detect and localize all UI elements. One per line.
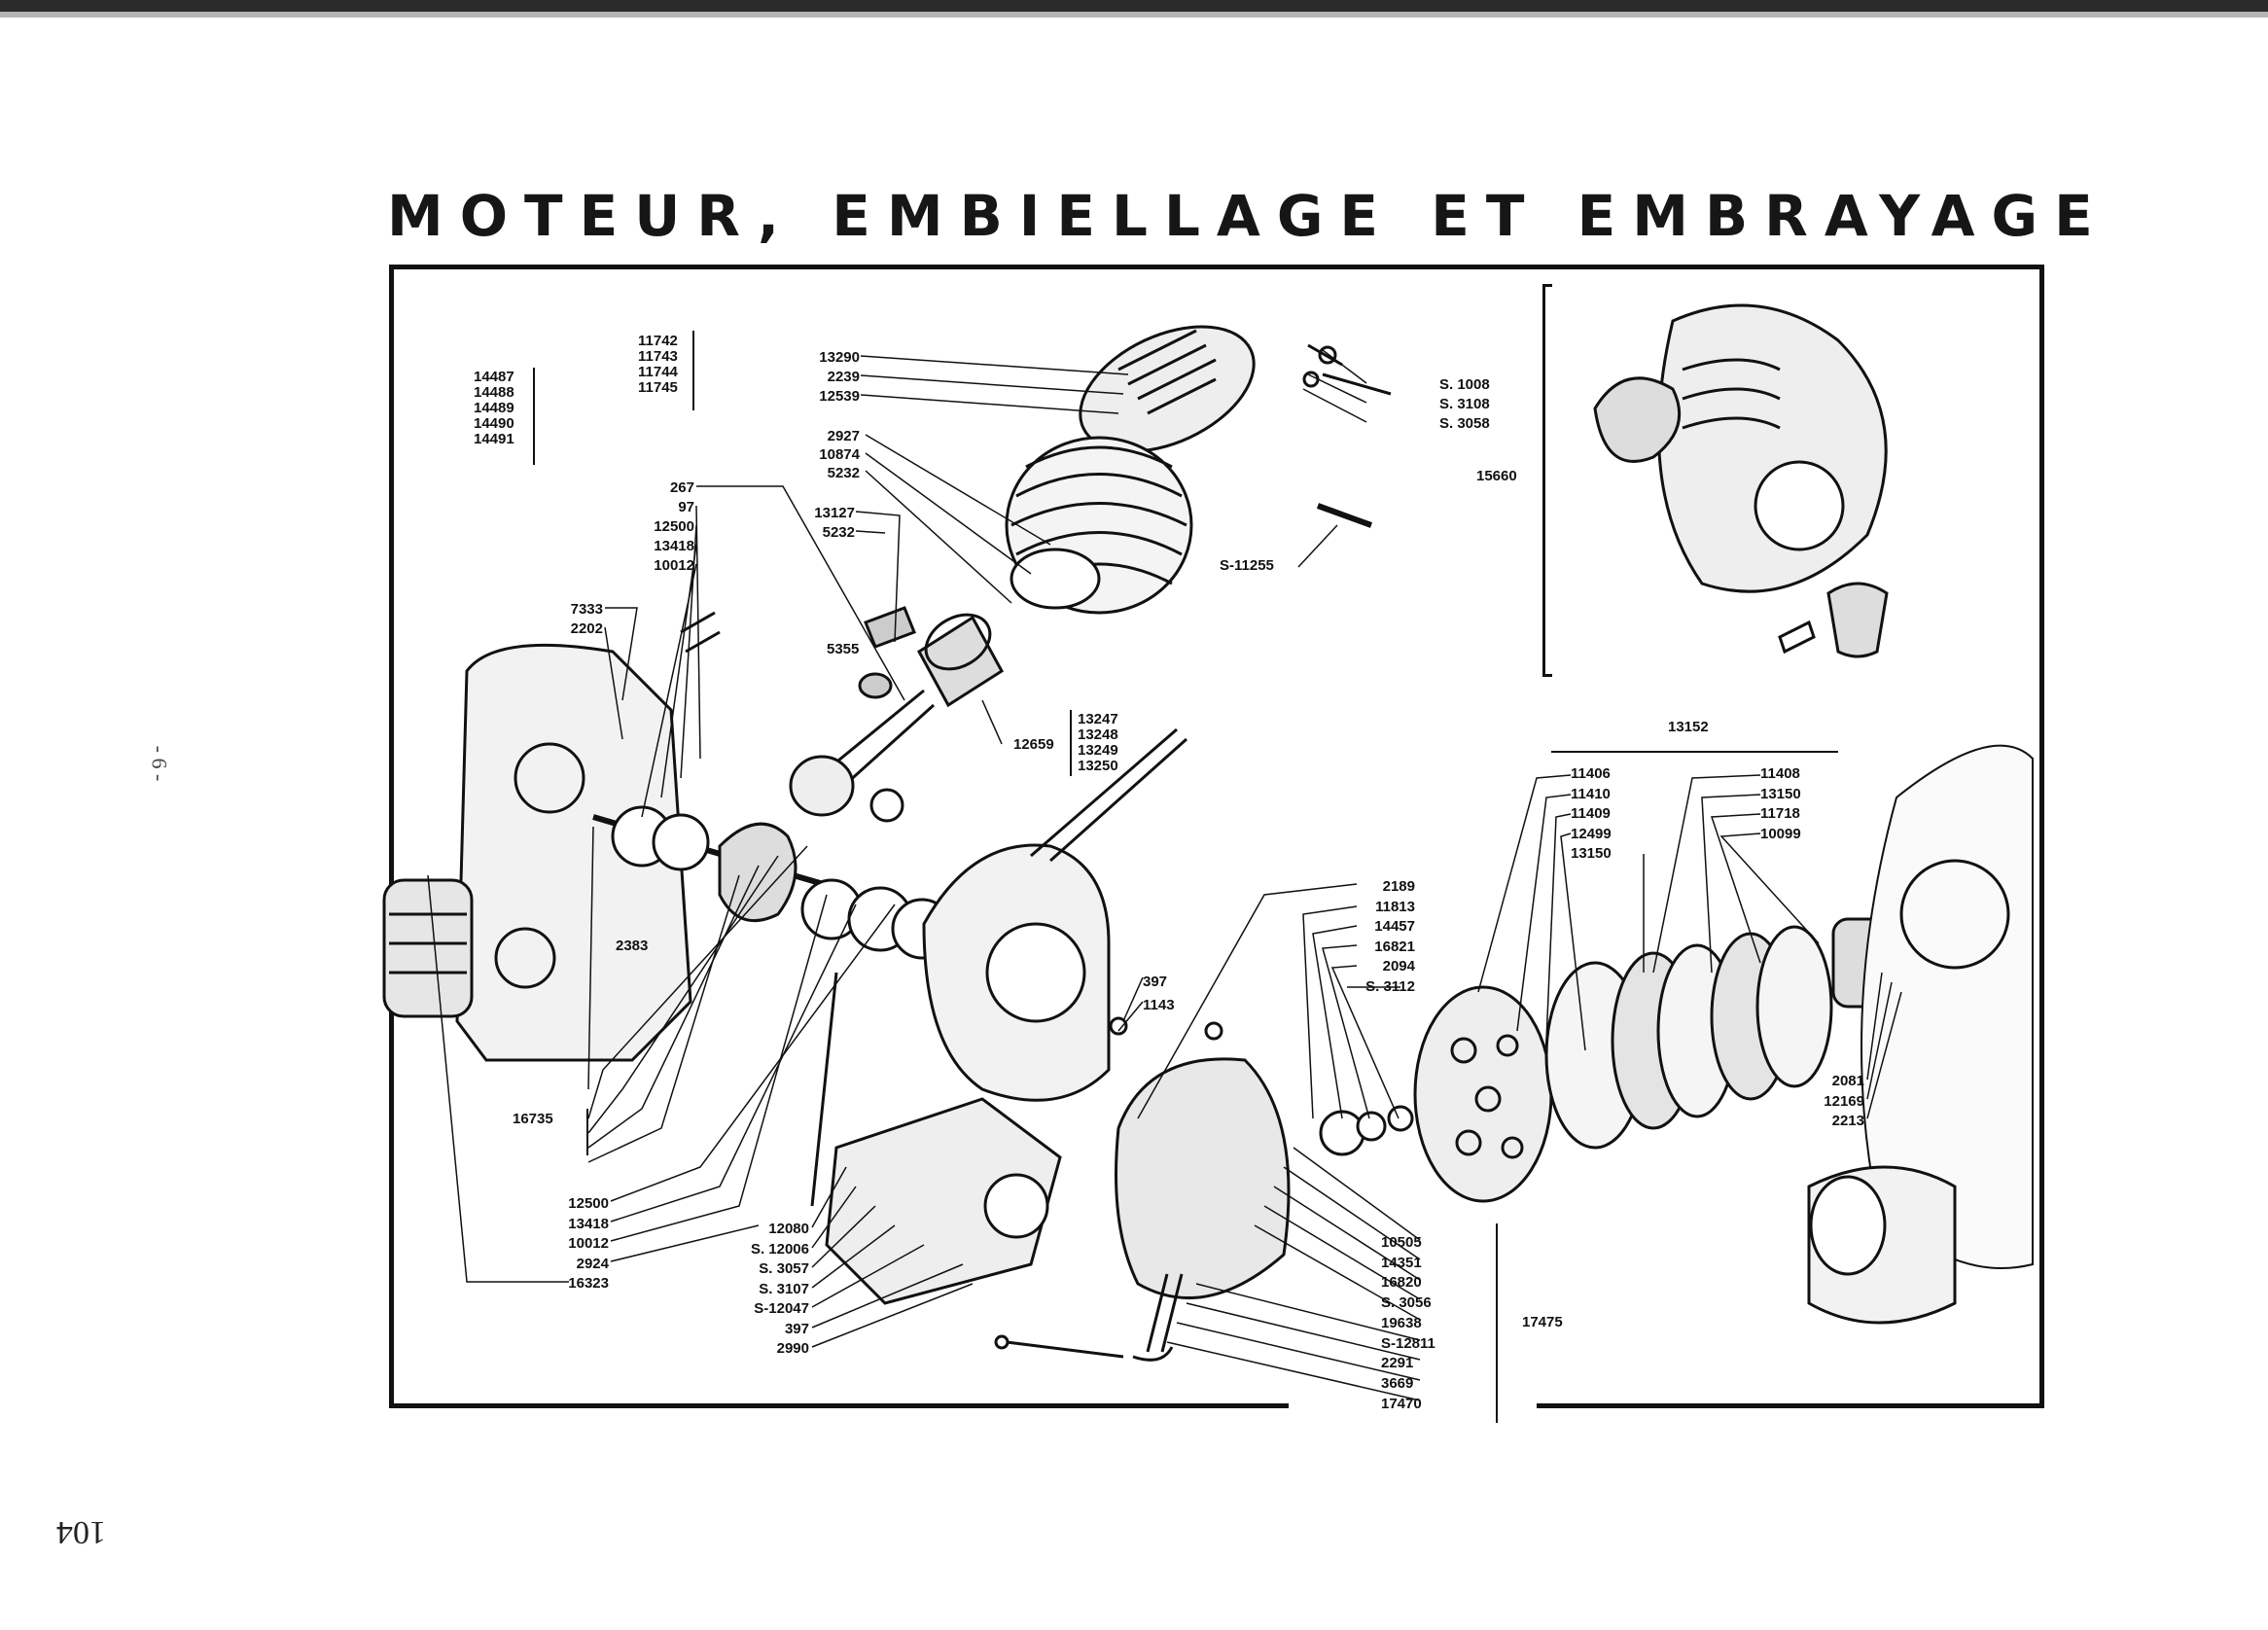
bracket [586,1109,588,1155]
piston-pin [858,606,916,699]
label-s11255: S-11255 [1220,557,1274,574]
bracket [1070,710,1072,776]
connecting-rod [789,689,936,823]
diagram-frame [389,265,2044,1408]
label-16735: 16735 [513,1111,553,1127]
page-number: 104 [56,1514,106,1550]
piston [917,613,1004,708]
cylinder-barrel [1005,436,1193,615]
gearshift-pedal [994,1334,1174,1362]
label-17475: 17475 [1522,1314,1563,1330]
crankshaft [592,805,953,960]
bracket [1551,751,1838,753]
leader-lines [427,349,1902,1401]
cylinder-head [1079,325,1256,453]
washers-small [1109,1016,1414,1156]
scan-top-edge [0,0,2268,12]
inset-engine [1593,303,1889,658]
label-2383: 2383 [616,938,649,954]
bracket [533,368,535,465]
magneto-cover [1115,1057,1291,1353]
label-inset-15660: 15660 [1476,468,1517,484]
right-crankcase [922,727,1187,1102]
inset-bracket [1542,284,1552,677]
page-title: MOTEUR, EMBIELLAGE ET EMBRAYAGE [387,183,2109,249]
starter-motor [382,878,474,1018]
studs-bolts [1302,343,1392,528]
side-mark: - 6 - [147,745,172,782]
oil-filter [1807,1165,1957,1325]
frame-gap-bottom [1289,1400,1537,1412]
clutch-plates [1544,925,1833,1150]
clutch-housing [1413,985,1553,1203]
scan-top-shadow [0,12,2268,18]
label-12659: 12659 [1013,736,1054,753]
bracket [1496,1223,1498,1423]
bracket [692,331,694,410]
kickstart-housing [810,972,1062,1305]
label-5355: 5355 [827,641,860,657]
label-13152: 13152 [1668,719,1709,735]
drawing-group [382,303,2034,1362]
